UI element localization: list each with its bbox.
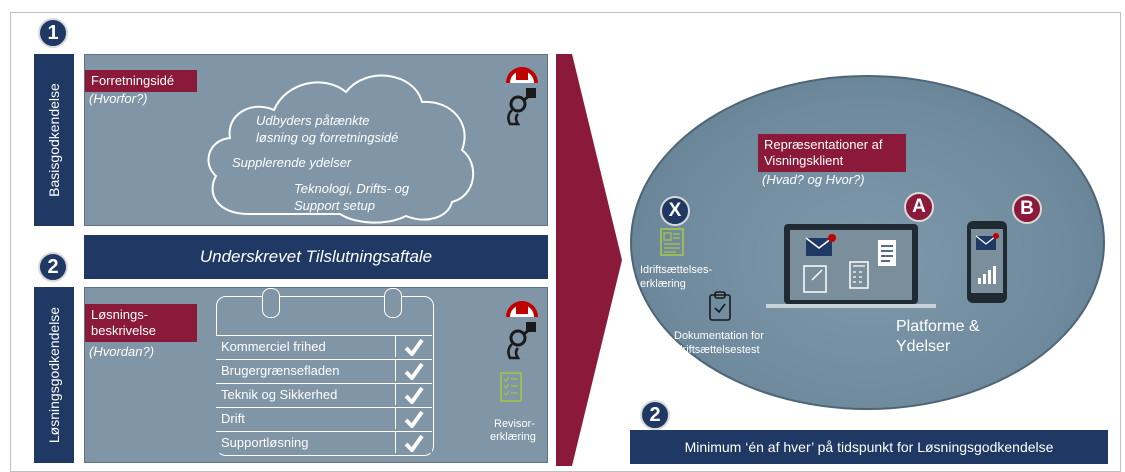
clipboard-ring-left — [262, 288, 280, 318]
forretningside-label: Forretningsidé — [85, 70, 197, 92]
loesning-side-band: Løsningsgodkendelse — [34, 287, 74, 463]
loesningsbeskrivelse-line-2: beskrivelse — [91, 323, 157, 338]
check-icon — [396, 408, 432, 429]
hvorfor-label: (Hvorfor?) — [89, 91, 148, 106]
hvordan-label: (Hvordan?) — [89, 344, 155, 359]
hand-key-icon — [507, 322, 536, 360]
checklist-row: Supportløsning — [216, 431, 432, 453]
repraesentationer-line-1: Repræsentationer af — [764, 137, 883, 152]
phone-icon — [967, 221, 1007, 303]
document-checklist-icon — [500, 372, 522, 402]
checklist-row-label: Teknik og Sikkerhed — [216, 384, 396, 405]
check-icon — [396, 336, 432, 357]
cloud-shape — [207, 74, 475, 224]
clipboard-ring-right — [384, 288, 402, 318]
step-2-badge-left: 2 — [38, 252, 68, 282]
crown-logo-icon — [506, 301, 538, 317]
hand-key-icon — [507, 88, 536, 126]
basis-side-label: Basisgodkendelse — [46, 83, 62, 197]
loesningsbeskrivelse-line-1: Løsnings- — [91, 307, 149, 322]
crown-logo-icon — [506, 67, 538, 83]
platform-label-2: Ydelser — [896, 338, 951, 355]
dokumentation-label-2: idriftsættelsestest — [674, 344, 760, 356]
idrift-label-1: Idriftsættelses- — [640, 264, 713, 276]
basis-side-band: Basisgodkendelse — [34, 54, 74, 226]
loesning-side-label: Løsningsgodkendelse — [46, 306, 62, 444]
clipboard-check-icon — [709, 291, 731, 321]
hvad-hvor-label: (Hvad? og Hvor?) — [762, 172, 865, 187]
cloud-text-1: Udbyders påtænkte — [256, 113, 370, 128]
check-icon — [396, 360, 432, 381]
marker-a: A — [904, 192, 934, 222]
revisor-label-1: Revisor- — [494, 418, 535, 430]
marker-b: B — [1012, 194, 1042, 224]
checklist-row-label: Kommerciel frihed — [216, 336, 396, 357]
repraesentationer-label: Repræsentationer af Visningsklient — [758, 134, 906, 172]
chevron-arrow — [556, 54, 622, 466]
repraesentationer-line-2: Visningsklient — [764, 153, 844, 168]
minimum-bar: Minimum ‘én af hver’ på tidspunkt for Lø… — [630, 430, 1108, 464]
checklist-table: Kommerciel frihed Brugergrænsefladen Tek… — [216, 335, 432, 453]
step-1-badge: 1 — [38, 18, 68, 48]
laptop-icon — [766, 224, 936, 308]
cloud-text-supp: Supplerende ydelser — [232, 155, 352, 170]
platform-label-1: Platforme & — [896, 318, 980, 335]
check-icon — [396, 384, 432, 405]
idrift-label-2: erklæring — [640, 278, 686, 290]
checklist-row-label: Brugergrænsefladen — [216, 360, 396, 381]
check-icon — [396, 432, 432, 453]
cloud-text-tech-1: Teknologi, Drifts- og — [294, 181, 410, 196]
cloud-text-tech-2: Support setup — [294, 198, 375, 213]
document-icon — [660, 228, 684, 256]
checklist-row: Brugergrænsefladen — [216, 359, 432, 381]
revisor-label-2: erklæring — [490, 431, 536, 443]
checklist-row-label: Supportløsning — [216, 432, 396, 453]
loesningsbeskrivelse-label: Løsnings- beskrivelse — [85, 304, 197, 342]
agreement-bar: Underskrevet Tilslutningsaftale — [84, 235, 548, 279]
cloud-text-2: løsning og forretningsidé — [256, 130, 399, 145]
step-2-badge-right: 2 — [640, 400, 670, 430]
checklist-row: Kommerciel frihed — [216, 335, 432, 357]
dokumentation-label-1: Dokumentation for — [674, 330, 764, 342]
checklist-row-label: Drift — [216, 408, 396, 429]
checklist-row: Teknik og Sikkerhed — [216, 383, 432, 405]
checklist-row: Drift — [216, 407, 432, 429]
marker-x: X — [660, 196, 690, 226]
